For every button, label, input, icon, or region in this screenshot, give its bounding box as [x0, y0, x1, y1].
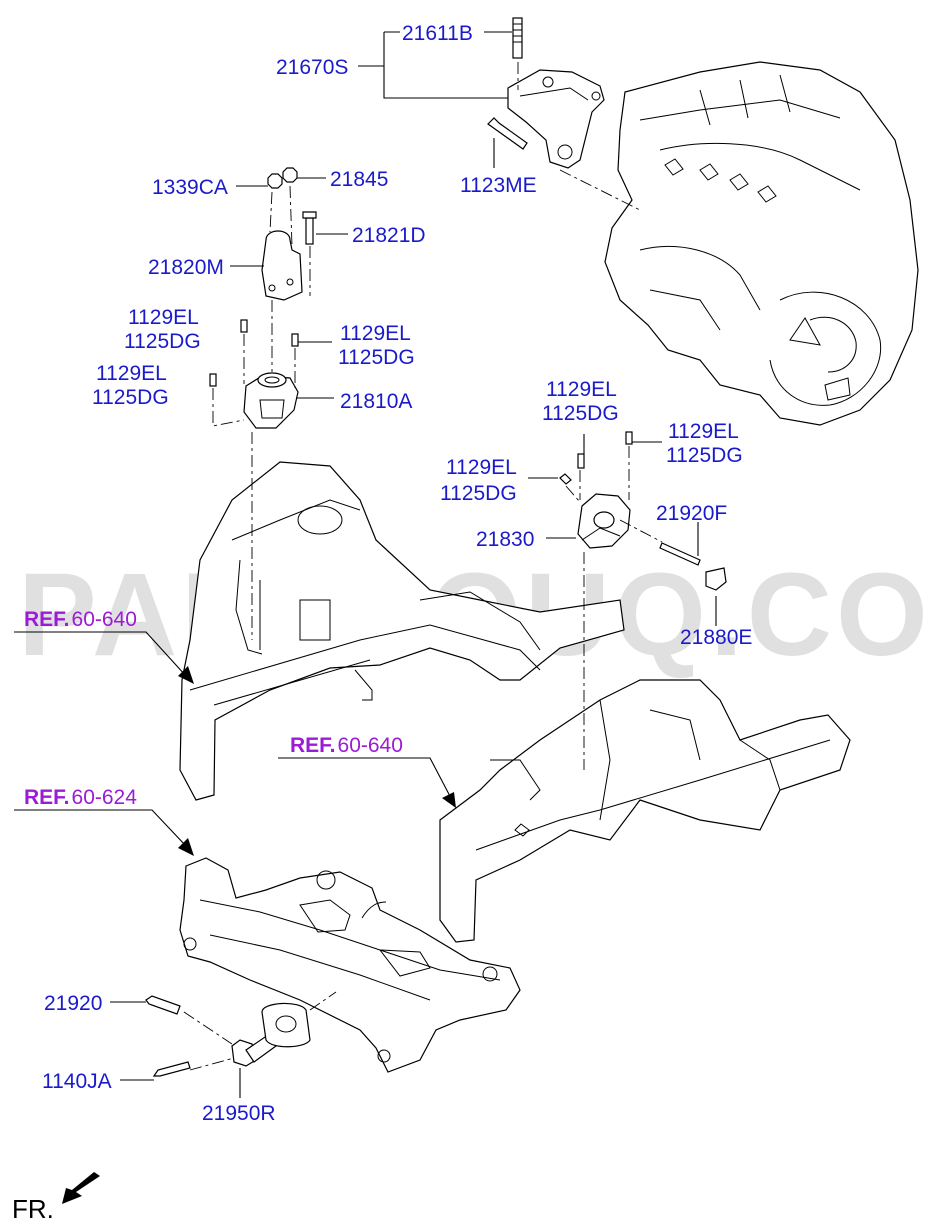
label-21830[interactable]: 21830: [476, 528, 534, 551]
label-1123ME[interactable]: 1123ME: [460, 174, 537, 197]
label-1140JA[interactable]: 1140JA: [42, 1070, 112, 1093]
label-bolt-e-1129EL[interactable]: 1129EL: [668, 420, 739, 443]
leader-lines: [14, 31, 717, 1098]
label-bolt-d-1125DG[interactable]: 1125DG: [542, 402, 619, 425]
reference-key: REF.: [24, 608, 70, 631]
label-bolt-c-1125DG[interactable]: 1125DG: [92, 386, 169, 409]
bracket-21670S: [487, 17, 605, 169]
label-1339CA[interactable]: 1339CA: [152, 176, 228, 199]
label-bolt-f-1125DG[interactable]: 1125DG: [440, 482, 517, 505]
label-bolt-a-1125DG[interactable]: 1125DG: [124, 330, 201, 353]
label-21920[interactable]: 21920: [44, 992, 102, 1015]
orientation-label: FR.: [12, 1194, 54, 1224]
label-21810A[interactable]: 21810A: [340, 390, 412, 413]
label-bolt-b-1129EL[interactable]: 1129EL: [340, 322, 411, 345]
reference-number: 60-624: [72, 786, 138, 809]
part-labels: 21611B 21670S 1123ME 1339CA 21845 21821D…: [42, 22, 752, 1125]
roll-rod-21950R: [145, 995, 311, 1077]
reference-right-frame[interactable]: REF.60-640: [290, 734, 403, 757]
label-21920F[interactable]: 21920F: [656, 502, 727, 525]
front-subframe: [179, 857, 521, 1073]
front-direction-arrow-icon: [62, 1172, 100, 1204]
reference-subframe[interactable]: REF.60-624: [24, 786, 137, 809]
bracket-21820M: [261, 167, 317, 301]
front-frame-left: [179, 461, 625, 801]
label-bolt-b-1125DG[interactable]: 1125DG: [338, 346, 415, 369]
label-21670S[interactable]: 21670S: [276, 56, 348, 79]
reference-key: REF.: [24, 786, 70, 809]
reference-key: REF.: [290, 734, 336, 757]
label-21845[interactable]: 21845: [330, 168, 388, 191]
label-bolt-c-1129EL[interactable]: 1129EL: [96, 362, 167, 385]
engine-block: [604, 61, 919, 426]
reference-labels: REF.60-640 REF.60-640 REF.60-624: [24, 608, 403, 809]
label-bolt-e-1125DG[interactable]: 1125DG: [666, 444, 743, 467]
label-21611B[interactable]: 21611B: [402, 22, 473, 45]
reference-left-frame[interactable]: REF.60-640: [24, 608, 137, 631]
mount-21810A: [209, 319, 299, 429]
label-bolt-a-1129EL[interactable]: 1129EL: [128, 306, 199, 329]
label-bolt-f-1129EL[interactable]: 1129EL: [446, 456, 517, 479]
label-21820M[interactable]: 21820M: [148, 256, 224, 279]
front-frame-right: [439, 679, 851, 943]
reference-number: 60-640: [72, 608, 137, 631]
label-21880E[interactable]: 21880E: [680, 626, 752, 649]
reference-number: 60-640: [338, 734, 403, 757]
mount-21830: [559, 431, 727, 591]
front-orientation-indicator: FR.: [12, 1172, 100, 1224]
label-21821D[interactable]: 21821D: [352, 224, 426, 247]
label-21950R[interactable]: 21950R: [202, 1102, 276, 1125]
assembly-centerlines: [183, 62, 663, 1071]
label-bolt-d-1129EL[interactable]: 1129EL: [546, 378, 617, 401]
